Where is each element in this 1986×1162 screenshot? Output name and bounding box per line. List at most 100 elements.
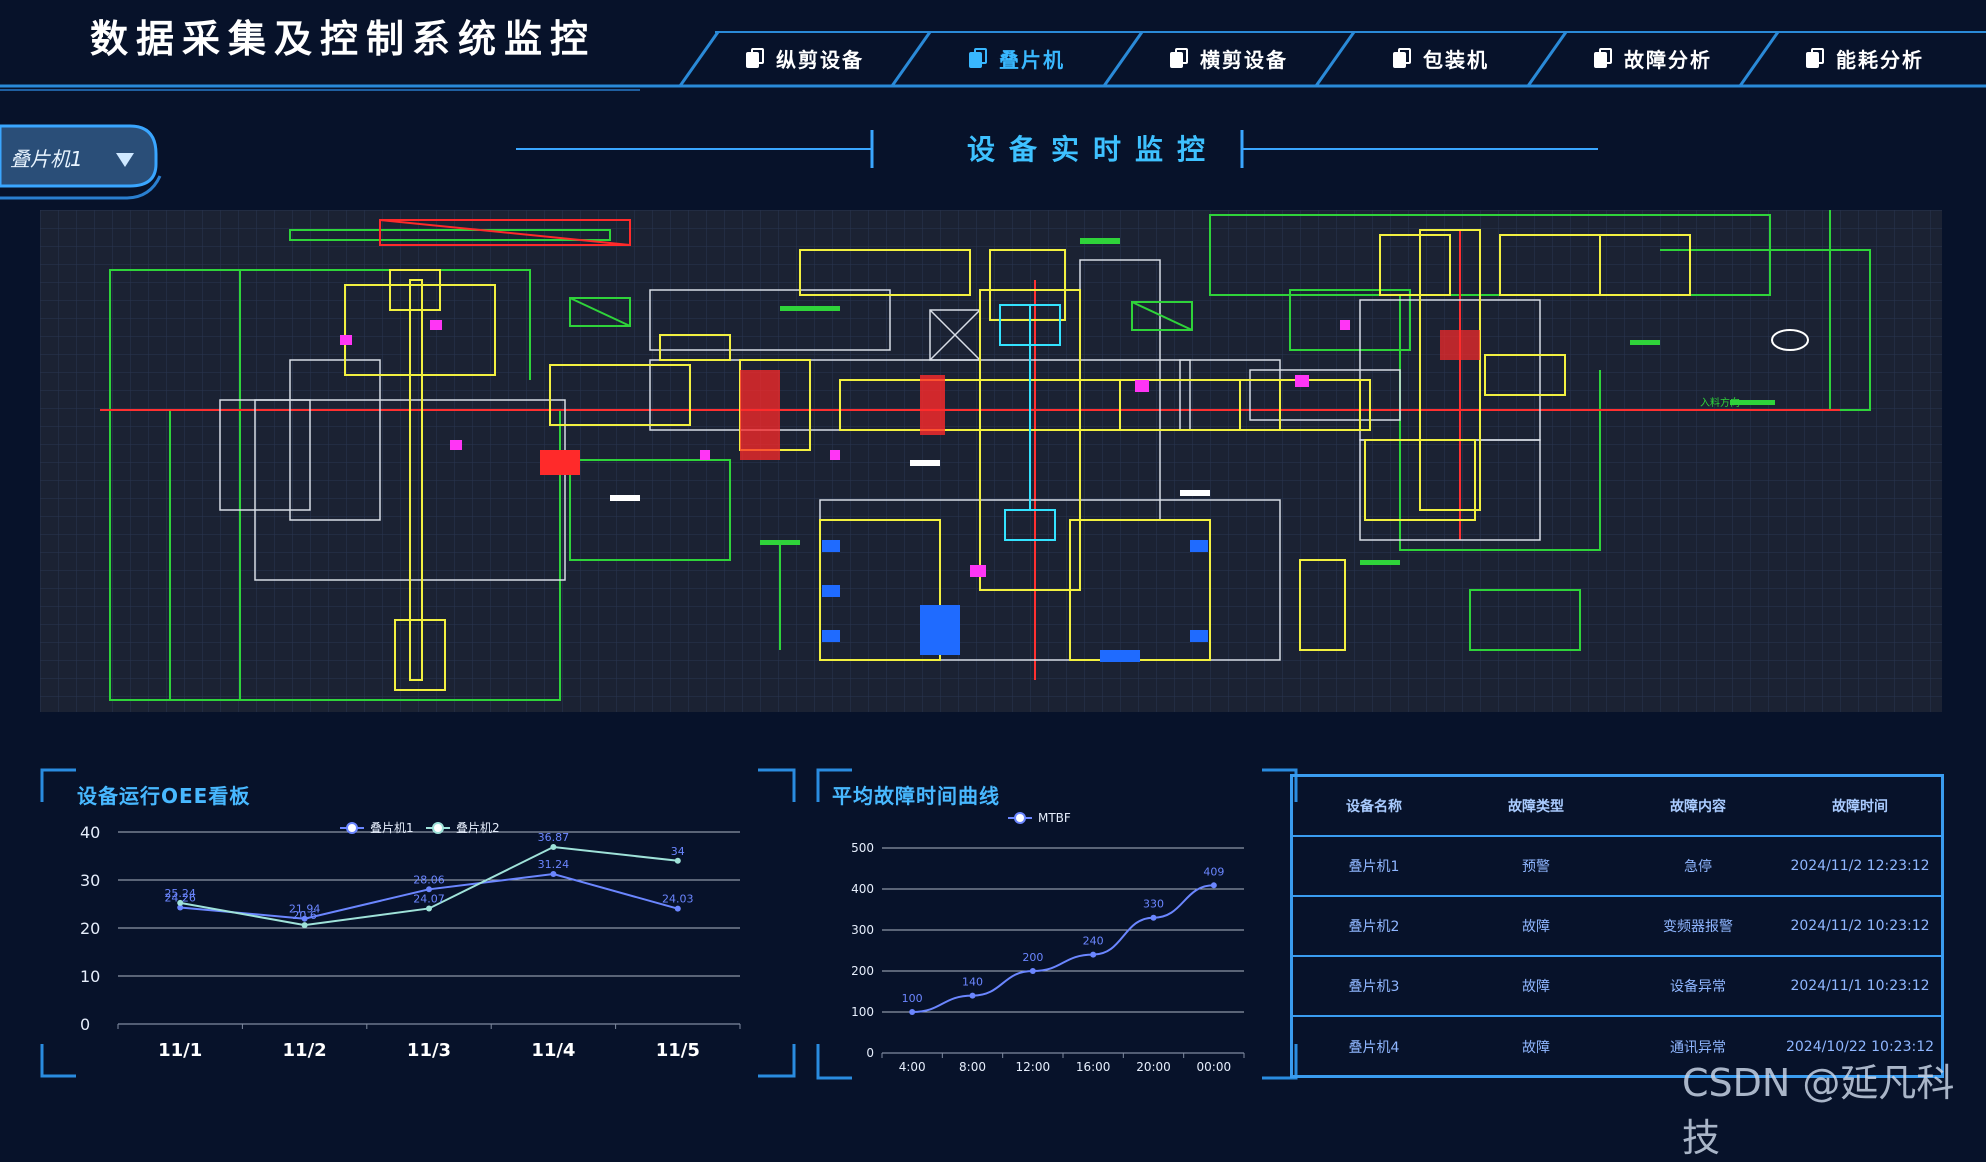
data-point [426, 886, 432, 893]
legend-label: 叠片机2 [456, 821, 500, 835]
data-point [177, 899, 184, 906]
y-tick-label: 10 [80, 967, 100, 986]
data-label: 330 [1143, 898, 1164, 911]
data-point [1210, 882, 1217, 889]
legend-label: 叠片机1 [370, 821, 414, 835]
nav-tab-2[interactable]: 横剪设备 [1124, 30, 1334, 86]
data-point [674, 857, 681, 864]
data-label: 20.6 [292, 909, 317, 922]
table-header-cell: 故障内容 [1670, 799, 1726, 815]
y-tick-label: 30 [80, 871, 100, 890]
y-tick-label: 200 [851, 964, 874, 978]
data-point [1090, 951, 1097, 958]
copy-icon [746, 48, 764, 68]
x-tick-label: 16:00 [1076, 1060, 1111, 1074]
x-tick-label: 11/4 [531, 1040, 575, 1061]
fault-table-header: 设备名称 故障类型 故障内容 故障时间 [1293, 777, 1941, 837]
table-cell: 叠片机1 [1348, 859, 1400, 875]
table-row[interactable]: 叠片机3 故障 设备异常 2024/11/1 10:23:12 [1293, 957, 1941, 1017]
y-tick-label: 20 [80, 919, 100, 938]
data-point [674, 905, 681, 912]
oee-panel-frame [40, 768, 796, 1078]
table-cell: 2024/11/2 10:23:12 [1790, 918, 1930, 934]
copy-icon [1806, 48, 1824, 68]
device-select-value: 叠片机1 [10, 146, 83, 171]
device-select[interactable]: 叠片机1 [0, 124, 162, 200]
table-cell: 叠片机4 [1348, 1040, 1400, 1056]
x-tick-label: 11/5 [656, 1040, 700, 1061]
nav-tab-label: 横剪设备 [1200, 47, 1288, 72]
data-label: 24.07 [413, 892, 445, 905]
table-cell: 叠片机2 [1348, 919, 1400, 935]
section-title: 设备实时监控 [966, 133, 1219, 166]
nav-tab-4[interactable]: 故障分析 [1548, 30, 1758, 86]
mtbf-panel-frame [816, 768, 1298, 1080]
table-cell: 2024/11/2 12:23:12 [1790, 858, 1930, 874]
x-tick-label: 20:00 [1136, 1060, 1171, 1074]
legend-label: MTBF [1038, 811, 1071, 825]
x-tick-label: 8:00 [959, 1060, 986, 1074]
watermark: CSDN @延凡科技 [1682, 1061, 1955, 1160]
y-tick-label: 500 [851, 841, 874, 855]
legend-marker [346, 822, 358, 834]
chevron-down-icon[interactable] [116, 153, 134, 167]
x-tick-label: 11/1 [158, 1040, 202, 1061]
data-point [550, 871, 557, 878]
header-frame [0, 31, 1986, 91]
data-point [426, 905, 432, 912]
table-cell: 通讯异常 [1670, 1040, 1726, 1056]
copy-icon [969, 48, 987, 68]
data-label: 24.26 [164, 892, 196, 905]
table-cell: 预警 [1522, 859, 1550, 875]
data-label: 31.24 [538, 858, 570, 871]
x-tick-label: 11/3 [407, 1040, 451, 1061]
data-label: 240 [1083, 935, 1104, 948]
data-point [177, 904, 184, 911]
x-tick-label: 4:00 [899, 1060, 926, 1074]
table-cell: 急停 [1684, 859, 1712, 875]
nav-separators [678, 31, 1780, 87]
table-cell: 2024/10/22 10:23:12 [1785, 1039, 1935, 1055]
table-header-cell: 故障类型 [1508, 799, 1564, 815]
data-label: 100 [902, 992, 923, 1005]
nav-tab-label: 能耗分析 [1836, 47, 1924, 72]
table-row[interactable]: 叠片机4 故障 通讯异常 2024/10/22 10:23:12 [1293, 1017, 1941, 1077]
data-label: 140 [962, 976, 983, 989]
section-title-frame [516, 130, 1598, 168]
table-row[interactable]: 叠片机1 预警 急停 2024/11/2 12:23:12 [1293, 837, 1941, 897]
series-line [912, 884, 1214, 1013]
table-cell: 故障 [1522, 1040, 1550, 1056]
data-label: 409 [1203, 865, 1224, 878]
x-tick-label: 00:00 [1197, 1060, 1232, 1074]
x-tick-label: 12:00 [1016, 1060, 1051, 1074]
data-label: 200 [1022, 951, 1043, 964]
y-tick-label: 300 [851, 923, 874, 937]
nav-tab-1[interactable]: 叠片机 [912, 30, 1122, 86]
data-label: 25.24 [164, 887, 196, 900]
table-cell: 叠片机3 [1348, 979, 1400, 995]
header: 数据采集及控制系统监控 [0, 0, 1986, 92]
table-cell: 故障 [1522, 919, 1550, 935]
copy-icon [1170, 48, 1188, 68]
legend-marker [1014, 812, 1026, 824]
data-label: 28.06 [413, 873, 445, 886]
data-point [1029, 968, 1036, 974]
y-tick-label: 400 [851, 882, 874, 896]
device-select-frame [0, 124, 162, 200]
table-row[interactable]: 叠片机2 故障 变频器报警 2024/11/2 10:23:12 [1293, 897, 1941, 957]
data-label: 24.03 [662, 893, 694, 906]
nav-tab-label: 纵剪设备 [776, 47, 864, 72]
data-point [1150, 914, 1157, 921]
data-point [550, 844, 557, 851]
nav-tab-5[interactable]: 能耗分析 [1760, 30, 1970, 86]
nav-tab-0[interactable]: 纵剪设备 [700, 30, 910, 86]
data-point [301, 915, 308, 922]
oee-title: 设备运行OEE看板 [77, 784, 251, 808]
x-tick-label: 11/2 [283, 1040, 327, 1061]
nav-tab-3[interactable]: 包装机 [1336, 30, 1546, 86]
copy-icon [1594, 48, 1612, 68]
nav-tab-label: 故障分析 [1624, 47, 1712, 72]
fault-table: 设备名称 故障类型 故障内容 故障时间 叠片机1 预警 急停 2024/11/2… [1290, 774, 1944, 1078]
feed-direction-label: 入料方向 [1700, 396, 1740, 409]
